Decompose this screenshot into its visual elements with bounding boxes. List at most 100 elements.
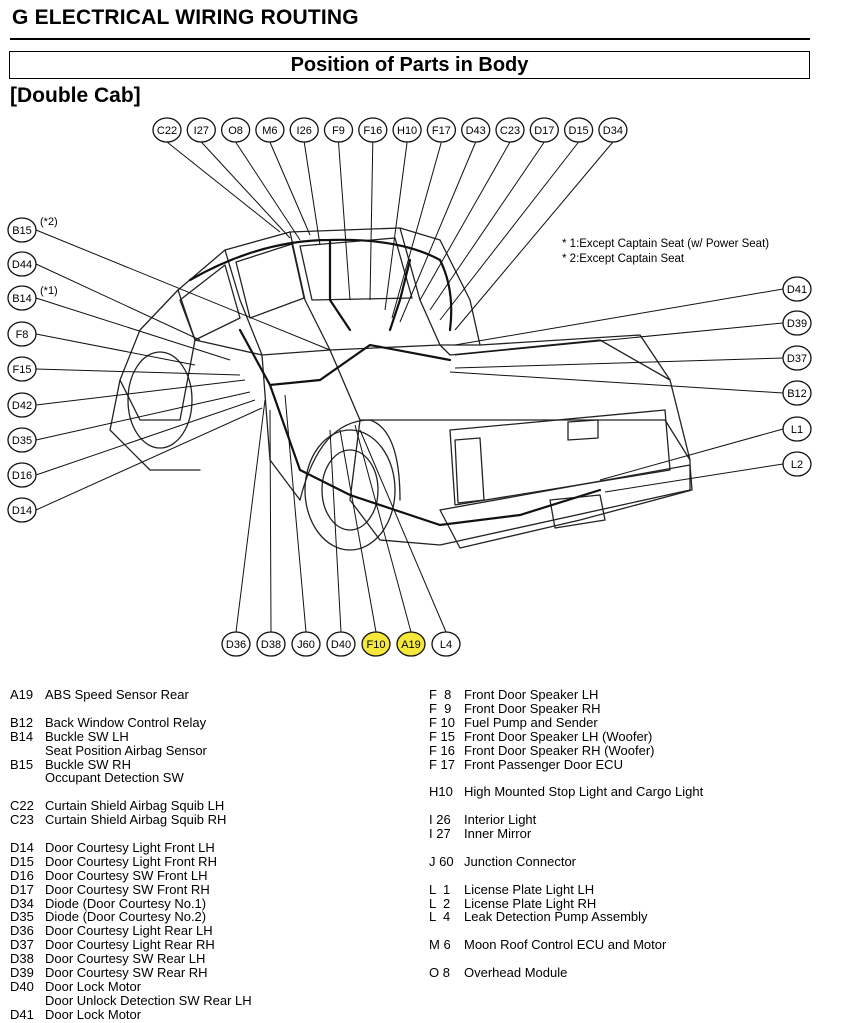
- legend-gap: [429, 841, 703, 855]
- leader-f17: [391, 141, 442, 319]
- connector-label: F9: [332, 125, 345, 137]
- connector-label: L2: [791, 459, 803, 471]
- legend-description: Door Lock Motor: [45, 978, 142, 994]
- leader-d39: [454, 322, 784, 356]
- connector-d14: D14: [7, 497, 37, 523]
- leader-m6: [269, 141, 311, 236]
- legend-description: Front Door Speaker LH: [464, 687, 599, 702]
- leader-d42: [35, 379, 246, 406]
- legend-code: D39: [10, 965, 34, 981]
- connector-d39: D39: [782, 310, 812, 336]
- legend-code: F 16: [429, 742, 456, 758]
- legend-code: D41: [10, 1006, 34, 1022]
- connector-label: A19: [401, 639, 421, 651]
- legend-gap: [10, 702, 252, 716]
- leader-d44: [35, 263, 201, 341]
- legend-description: Door Courtesy SW Rear RH: [45, 965, 208, 981]
- legend-description: Seat Position Airbag Sensor: [45, 742, 207, 758]
- connector-h10: H10: [392, 117, 422, 143]
- legend-entry: Seat Position Airbag Sensor: [10, 742, 252, 758]
- legend-code: F 15: [429, 728, 456, 744]
- connector-label: L4: [440, 639, 452, 651]
- connector-label: D39: [787, 318, 807, 330]
- legend-code: [10, 771, 45, 785]
- connector-f9: F9: [323, 117, 354, 143]
- connector-f8: F8: [7, 321, 37, 347]
- leader-d35: [35, 391, 251, 441]
- connector-label: D40: [331, 639, 351, 651]
- legend-description: Door Courtesy SW Front RH: [45, 881, 210, 897]
- leader-lines: [35, 141, 784, 633]
- connector-o8: O8: [220, 117, 251, 143]
- legend-code: O 8: [429, 965, 450, 981]
- legend-code: D40: [10, 978, 34, 994]
- connector-d15: D15: [563, 117, 594, 143]
- leader-a19: [354, 424, 412, 633]
- connector-b15: B15: [7, 217, 37, 243]
- connector-label: D43: [466, 125, 486, 137]
- leader-f8: [35, 333, 196, 366]
- note-1: * 1:Except Captain Seat (w/ Power Seat): [562, 238, 770, 250]
- legend-code: [10, 994, 45, 1008]
- connector-label: B14: [12, 293, 32, 305]
- legend-code: D38: [10, 951, 34, 967]
- connector-i27: I27: [186, 117, 216, 143]
- legend-code: B12: [10, 714, 34, 730]
- leader-f10: [339, 429, 377, 633]
- connector-label: D17: [534, 125, 554, 137]
- legend-code: L 4: [429, 909, 451, 925]
- legend-code: [10, 744, 45, 758]
- legend-description: Door Courtesy Light Front RH: [45, 853, 217, 869]
- connector-b12: B12: [782, 380, 812, 406]
- leader-b15: [35, 229, 331, 351]
- legend-description: Buckle SW RH: [45, 756, 131, 772]
- connector-label: D41: [787, 284, 807, 296]
- connector-f17: F17: [426, 117, 457, 143]
- connector-label: D35: [12, 435, 32, 447]
- legend-gap: [10, 827, 252, 841]
- leader-d16: [35, 399, 256, 476]
- connector-label: F8: [16, 329, 29, 341]
- legend-entry: D39 Door Courtesy SW Rear RH: [10, 966, 252, 980]
- connector-f10: F10: [361, 631, 391, 657]
- connector-label: F17: [432, 125, 451, 137]
- legend-entry: L 4 Leak Detection Pump Assembly: [429, 910, 703, 924]
- truck-illustration: [109, 227, 693, 551]
- legend-description: ABS Speed Sensor Rear: [45, 687, 189, 702]
- connector-label: H10: [397, 125, 417, 137]
- connector-d38: D38: [256, 631, 286, 657]
- leader-b14: [35, 297, 231, 361]
- legend-description: Diode (Door Courtesy No.1): [45, 895, 207, 911]
- title-rule: [10, 38, 810, 40]
- legend-gap: [429, 771, 703, 785]
- connector-label: D44: [12, 259, 32, 271]
- connector-d17: D17: [529, 117, 559, 143]
- connector-label: D16: [12, 470, 32, 482]
- legend-description: Curtain Shield Airbag Squib RH: [45, 812, 227, 828]
- legend-description: Door Courtesy Light Front LH: [45, 839, 215, 855]
- legend-description: Leak Detection Pump Assembly: [464, 909, 648, 925]
- connector-c23: C23: [495, 117, 525, 143]
- legend-description: License Plate Light LH: [464, 881, 595, 897]
- leader-c22: [166, 141, 281, 233]
- connector-label: C23: [500, 125, 520, 137]
- leader-j60: [284, 394, 307, 633]
- legend-code: M 6: [429, 937, 451, 953]
- connector-label: M6: [262, 125, 277, 137]
- legend-description: Front Door Speaker RH: [464, 700, 601, 716]
